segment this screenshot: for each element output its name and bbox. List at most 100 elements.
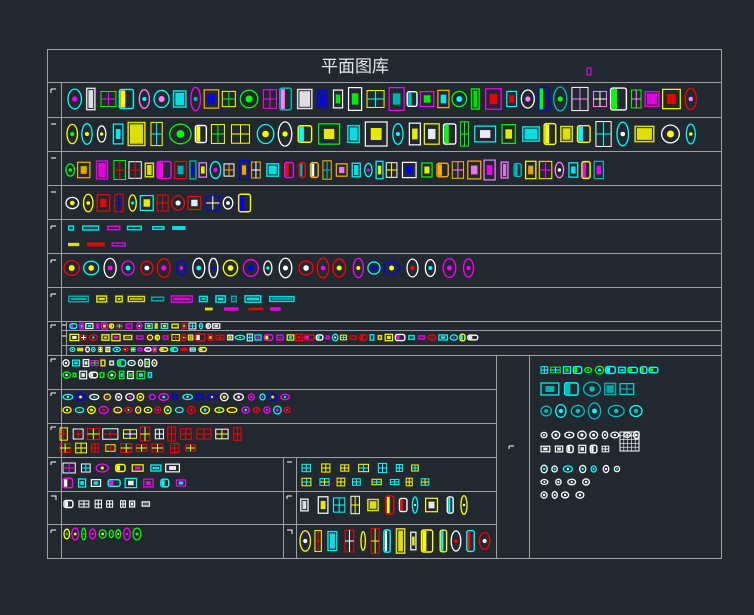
plan-block[interactable] xyxy=(500,161,509,179)
plan-block[interactable] xyxy=(613,465,621,473)
plan-block[interactable] xyxy=(425,497,439,513)
plan-block[interactable] xyxy=(170,195,186,211)
row-9b-blocks[interactable] xyxy=(62,370,153,380)
plan-block[interactable] xyxy=(224,307,239,311)
plan-block[interactable] xyxy=(684,87,697,111)
plan-block[interactable] xyxy=(146,334,154,341)
plan-block[interactable] xyxy=(344,529,355,553)
plan-block[interactable] xyxy=(634,125,655,143)
plan-block[interactable] xyxy=(538,160,553,180)
plan-block[interactable] xyxy=(192,257,206,279)
plan-block[interactable] xyxy=(572,365,583,375)
plan-block[interactable] xyxy=(138,89,151,109)
plan-block[interactable] xyxy=(91,443,100,453)
plan-block[interactable] xyxy=(144,358,150,368)
plan-block[interactable] xyxy=(318,123,341,145)
plan-block[interactable] xyxy=(152,225,165,231)
right-5-blocks[interactable] xyxy=(540,464,621,474)
plan-block[interactable] xyxy=(321,463,331,473)
plan-block[interactable] xyxy=(467,160,482,180)
plan-block[interactable] xyxy=(639,365,648,375)
plan-block[interactable] xyxy=(551,465,558,473)
plan-block[interactable] xyxy=(98,529,107,539)
plan-block[interactable] xyxy=(605,365,616,375)
plan-block[interactable] xyxy=(78,500,90,508)
plan-block[interactable] xyxy=(87,405,96,415)
plan-block[interactable] xyxy=(77,347,84,352)
plan-block[interactable] xyxy=(113,406,123,414)
plan-block[interactable] xyxy=(277,121,293,147)
plan-block[interactable] xyxy=(96,295,108,303)
plan-block[interactable] xyxy=(370,528,380,554)
plan-block[interactable] xyxy=(150,121,163,147)
plan-block[interactable] xyxy=(459,333,466,342)
plan-block[interactable] xyxy=(214,406,225,414)
right-3-blocks[interactable] xyxy=(540,402,643,420)
plan-block[interactable] xyxy=(209,160,222,180)
plan-block[interactable] xyxy=(171,393,179,401)
plan-block[interactable] xyxy=(194,333,206,342)
plan-block[interactable] xyxy=(421,162,433,178)
row-10b-blocks[interactable] xyxy=(62,405,291,415)
plan-block[interactable] xyxy=(196,428,212,440)
plan-block[interactable] xyxy=(420,478,430,486)
plan-block[interactable] xyxy=(237,193,252,213)
plan-block[interactable] xyxy=(568,162,579,178)
plan-block[interactable] xyxy=(335,163,348,177)
plan-block[interactable] xyxy=(74,406,85,414)
plan-block[interactable] xyxy=(244,295,262,303)
plan-block[interactable] xyxy=(417,335,426,340)
row-8c-blocks[interactable] xyxy=(69,346,208,353)
plan-block[interactable] xyxy=(144,323,153,329)
plan-block[interactable] xyxy=(180,347,188,352)
row-12c-blocks[interactable] xyxy=(301,462,419,474)
plan-block[interactable] xyxy=(347,124,360,144)
plan-block[interactable] xyxy=(366,90,385,108)
plan-block[interactable] xyxy=(278,257,293,279)
plan-block[interactable] xyxy=(550,366,561,374)
plan-block[interactable] xyxy=(385,162,398,178)
row-3-blocks[interactable] xyxy=(65,159,605,181)
plan-block[interactable] xyxy=(94,499,102,509)
plan-block[interactable] xyxy=(136,335,144,340)
plan-block[interactable] xyxy=(506,90,518,108)
plan-block[interactable] xyxy=(124,477,138,489)
plan-block[interactable] xyxy=(576,124,591,144)
plan-block[interactable] xyxy=(154,323,158,329)
plan-block[interactable] xyxy=(269,295,295,303)
plan-block[interactable] xyxy=(352,478,361,486)
plan-block[interactable] xyxy=(273,405,282,415)
plan-block[interactable] xyxy=(325,335,330,340)
plan-block[interactable] xyxy=(316,89,328,109)
row-5b-blocks[interactable] xyxy=(68,242,127,247)
plan-block[interactable] xyxy=(62,359,70,367)
plan-block[interactable] xyxy=(187,195,202,211)
plan-block[interactable] xyxy=(593,160,605,180)
plan-block[interactable] xyxy=(383,261,400,275)
plan-block[interactable] xyxy=(80,334,87,341)
plan-block[interactable] xyxy=(160,478,170,488)
plan-block[interactable] xyxy=(96,194,111,212)
plan-block[interactable] xyxy=(137,359,144,367)
plan-block[interactable] xyxy=(367,261,381,275)
plan-block[interactable] xyxy=(152,346,157,353)
plan-block[interactable] xyxy=(99,371,105,379)
plan-block[interactable] xyxy=(234,334,246,341)
plan-block[interactable] xyxy=(423,123,440,145)
plan-block[interactable] xyxy=(176,260,187,276)
plan-block[interactable] xyxy=(170,295,193,303)
plan-block[interactable] xyxy=(187,334,194,341)
plan-block[interactable] xyxy=(72,359,81,367)
plan-block[interactable] xyxy=(132,527,142,541)
plan-block[interactable] xyxy=(560,491,570,499)
plan-block[interactable] xyxy=(150,464,162,472)
plan-block[interactable] xyxy=(77,478,87,488)
plan-block[interactable] xyxy=(364,121,388,147)
plan-block[interactable] xyxy=(137,347,143,352)
plan-block[interactable] xyxy=(141,501,151,507)
plan-block[interactable] xyxy=(194,124,208,144)
plan-block[interactable] xyxy=(520,89,535,109)
plan-block[interactable] xyxy=(551,430,561,440)
plan-block[interactable] xyxy=(160,323,169,329)
plan-block[interactable] xyxy=(107,370,117,380)
